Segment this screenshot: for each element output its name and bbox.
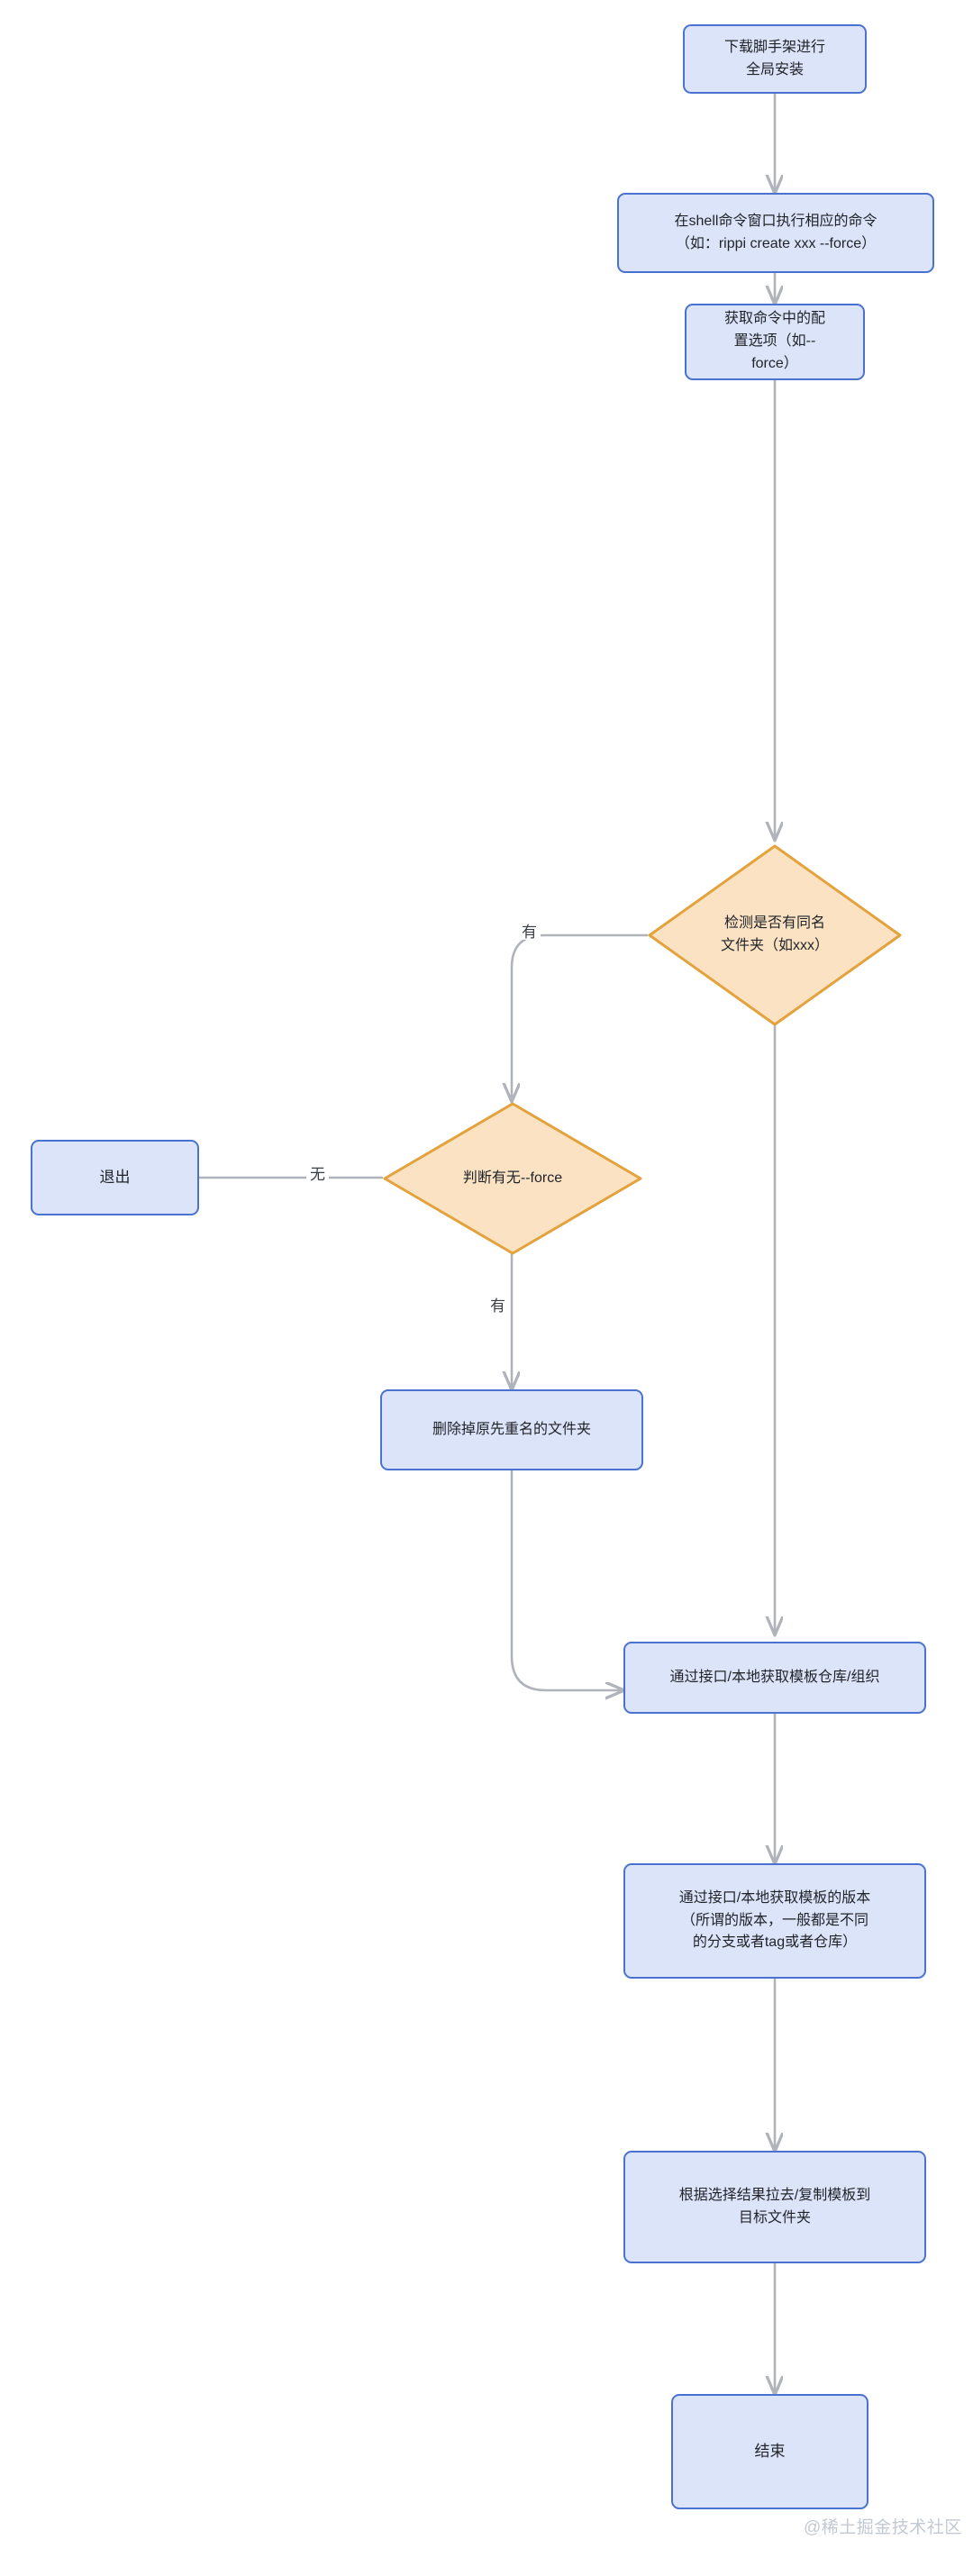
edge-label-no-force: 无 xyxy=(306,1167,329,1182)
edge-label-has-force: 有 xyxy=(486,1298,509,1314)
edge-n5-n6 xyxy=(510,1469,623,1690)
node-parse-options[interactable]: 获取命令中的配 置选项（如-- force） xyxy=(685,304,865,380)
decision-has-force-label: 判断有无--force xyxy=(462,1170,563,1186)
node-download-cli[interactable]: 下载脚手架进行 全局安装 xyxy=(683,24,867,94)
decision-same-name-folder-label: 检测是否有同名 文件夹（如xxx） xyxy=(720,915,829,953)
edge-d1-d2 xyxy=(512,933,649,1101)
node-copy-template[interactable]: 根据选择结果拉去/复制模板到 目标文件夹 xyxy=(623,2151,926,2263)
edge-label-has-same-name: 有 xyxy=(518,924,541,940)
node-end[interactable]: 结束 xyxy=(671,2394,868,2509)
diamond-shape xyxy=(383,1102,642,1255)
node-exit[interactable]: 退出 xyxy=(31,1140,199,1215)
decision-same-name-folder[interactable]: 检测是否有同名 文件夹（如xxx） xyxy=(647,843,903,1027)
decision-has-force[interactable]: 判断有无--force xyxy=(382,1101,643,1256)
diamond-shape xyxy=(648,844,902,1026)
node-fetch-template-version[interactable]: 通过接口/本地获取模板的版本 （所谓的版本，一般都是不同 的分支或者tag或者仓… xyxy=(623,1863,926,1979)
watermark: @稀土掘金技术社区 xyxy=(804,2518,962,2537)
node-fetch-template-repo[interactable]: 通过接口/本地获取模板仓库/组织 xyxy=(623,1642,926,1714)
node-run-shell-command[interactable]: 在shell命令窗口执行相应的命令 （如：rippi create xxx --… xyxy=(617,193,934,273)
node-delete-duplicate-folder[interactable]: 删除掉原先重名的文件夹 xyxy=(380,1389,643,1470)
